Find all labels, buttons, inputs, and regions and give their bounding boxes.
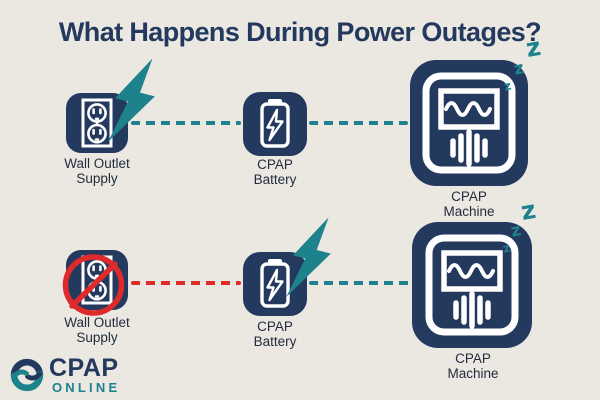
- wall-outlet-label: Wall Outlet Supply: [64, 315, 130, 345]
- machine-glyph: [422, 72, 516, 174]
- battery-glyph: [260, 99, 290, 148]
- logo-swirl-icon: [10, 358, 44, 392]
- cpap-battery-label: CPAP Battery: [253, 319, 297, 349]
- machine-glyph: [425, 234, 519, 336]
- dead-line-outlet-to-battery: [131, 281, 241, 285]
- page-title: What Happens During Power Outages?: [58, 17, 542, 47]
- logo-brand-text: CPAP: [49, 354, 119, 382]
- outlet-glyph: [81, 98, 113, 148]
- logo-sub-text: ONLINE: [52, 380, 121, 395]
- no-power-prohibition-icon: [62, 254, 125, 316]
- lightning-bolt-icon: [286, 217, 331, 297]
- cpap-machine-icon: [412, 222, 532, 348]
- wall-outlet-label: Wall Outlet Supply: [64, 156, 130, 186]
- lightning-bolt-icon: [108, 58, 155, 142]
- cpap-machine-label: CPAP Machine: [443, 189, 495, 219]
- battery-glyph: [260, 259, 290, 308]
- power-line-battery-to-machine: [309, 281, 410, 285]
- cpap-machine-icon: [410, 60, 528, 186]
- cpap-battery-label: CPAP Battery: [253, 157, 297, 187]
- cpap-machine-label: CPAP Machine: [447, 351, 499, 381]
- power-line-battery-to-machine: [309, 121, 408, 125]
- power-line-outlet-to-battery: [131, 121, 241, 125]
- cpap-battery-icon: [243, 92, 307, 156]
